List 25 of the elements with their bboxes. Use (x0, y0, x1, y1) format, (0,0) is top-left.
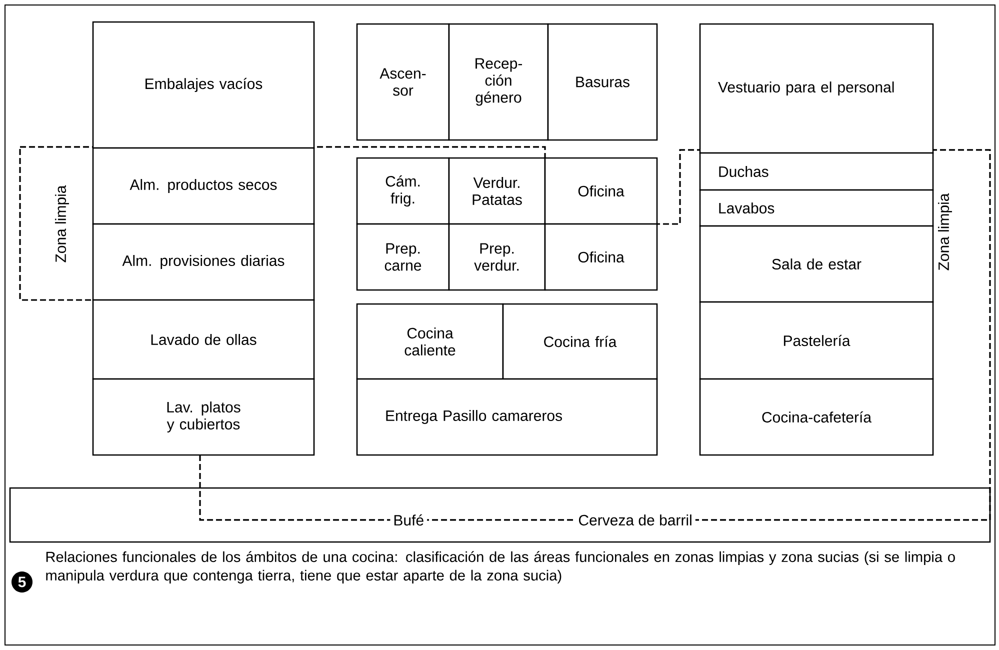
room-box: Prep. verdur. (448, 223, 546, 291)
room-box: Duchas (699, 152, 934, 191)
room-box: Cocina-cafetería (699, 378, 934, 456)
room-box: Prep. carne (356, 223, 450, 291)
room-box: Oficina (544, 223, 658, 291)
room-box: Cocina caliente (356, 303, 504, 380)
room-box: Basuras (547, 23, 658, 141)
room-box: Cocina fría (502, 303, 658, 380)
room-box: Embalajes vacíos (92, 21, 315, 149)
room-box: Lavabos (699, 189, 934, 227)
room-box: Lav. platos y cubiertos (92, 378, 315, 456)
caption: Relaciones funcionales de los ámbitos de una cocina: clasificación de las áreas funcionales en zonas limpias y zona sucias (si se limpia o manipula verdura que contenga tierra, tiene que estar aparte de la zona sucia) (46, 551, 955, 584)
zone-label: Zona limpia (937, 192, 953, 272)
room-box: Pastelería (699, 301, 934, 380)
room-box: Lavado de ollas (92, 299, 315, 380)
room-box: Alm. productos secos (92, 147, 315, 225)
figure-number: 5 (12, 571, 32, 592)
room-box: Ascen- sor (356, 23, 450, 141)
room-box: Oficina (544, 157, 658, 225)
zone-label: Zona limpia (54, 184, 70, 264)
room-box: Recep- ción género (448, 23, 549, 141)
room-box: Alm. provisiones diarias (92, 223, 315, 301)
room-box: Verdur. Patatas (448, 157, 546, 225)
room-box: Cám. frig. (356, 157, 450, 225)
counter-bar: Bufé Cerveza de barril (9, 487, 991, 543)
